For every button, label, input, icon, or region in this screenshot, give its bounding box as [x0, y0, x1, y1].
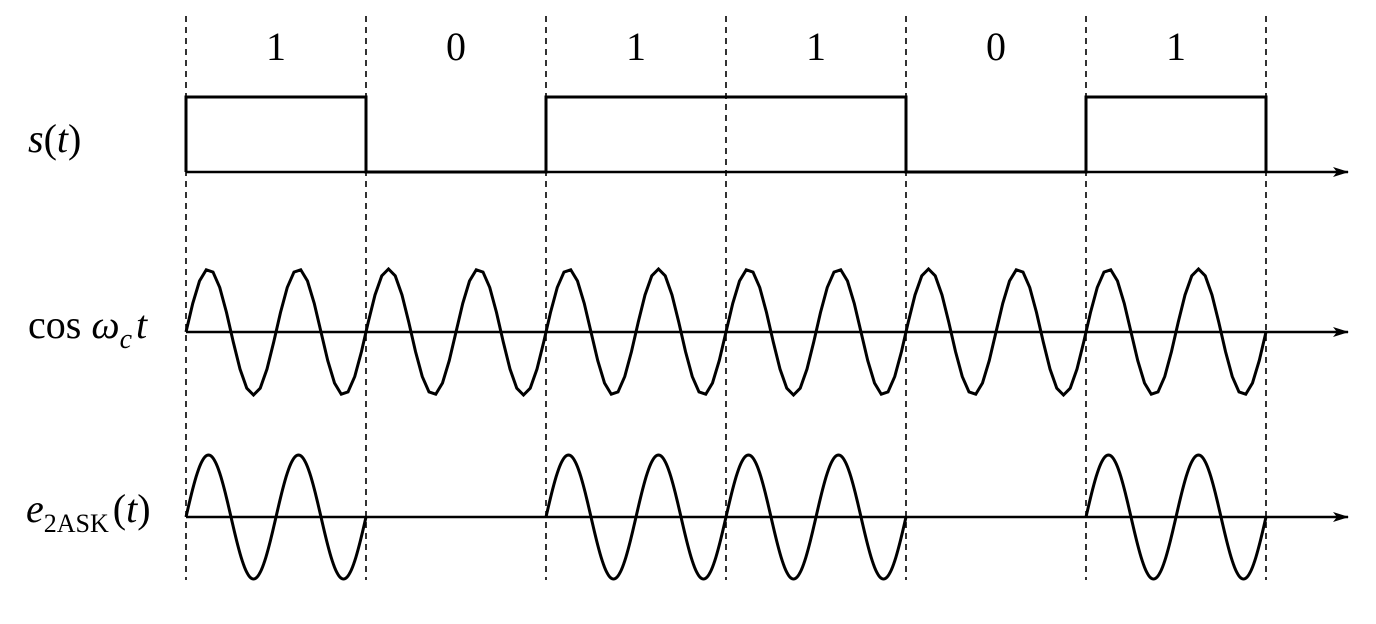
baseband-signal-label: s(t)	[28, 116, 81, 161]
bit-value-label: 0	[986, 24, 1006, 69]
2ask-signal-label: e2ASK(t)	[26, 486, 151, 538]
bit-value-label: 1	[1166, 24, 1186, 69]
carrier-waveform	[184, 266, 1268, 398]
bit-boundary-lines	[185, 16, 1267, 580]
bit-value-label: 0	[446, 24, 466, 69]
bit-value-label: 1	[626, 24, 646, 69]
bit-value-label: 1	[266, 24, 286, 69]
bit-value-labels: 1 0 1 1 0 1	[266, 24, 1186, 69]
bit-value-label: 1	[806, 24, 826, 69]
2ask-waveform	[184, 453, 1268, 581]
baseband-signal-waveform	[184, 95, 1268, 174]
